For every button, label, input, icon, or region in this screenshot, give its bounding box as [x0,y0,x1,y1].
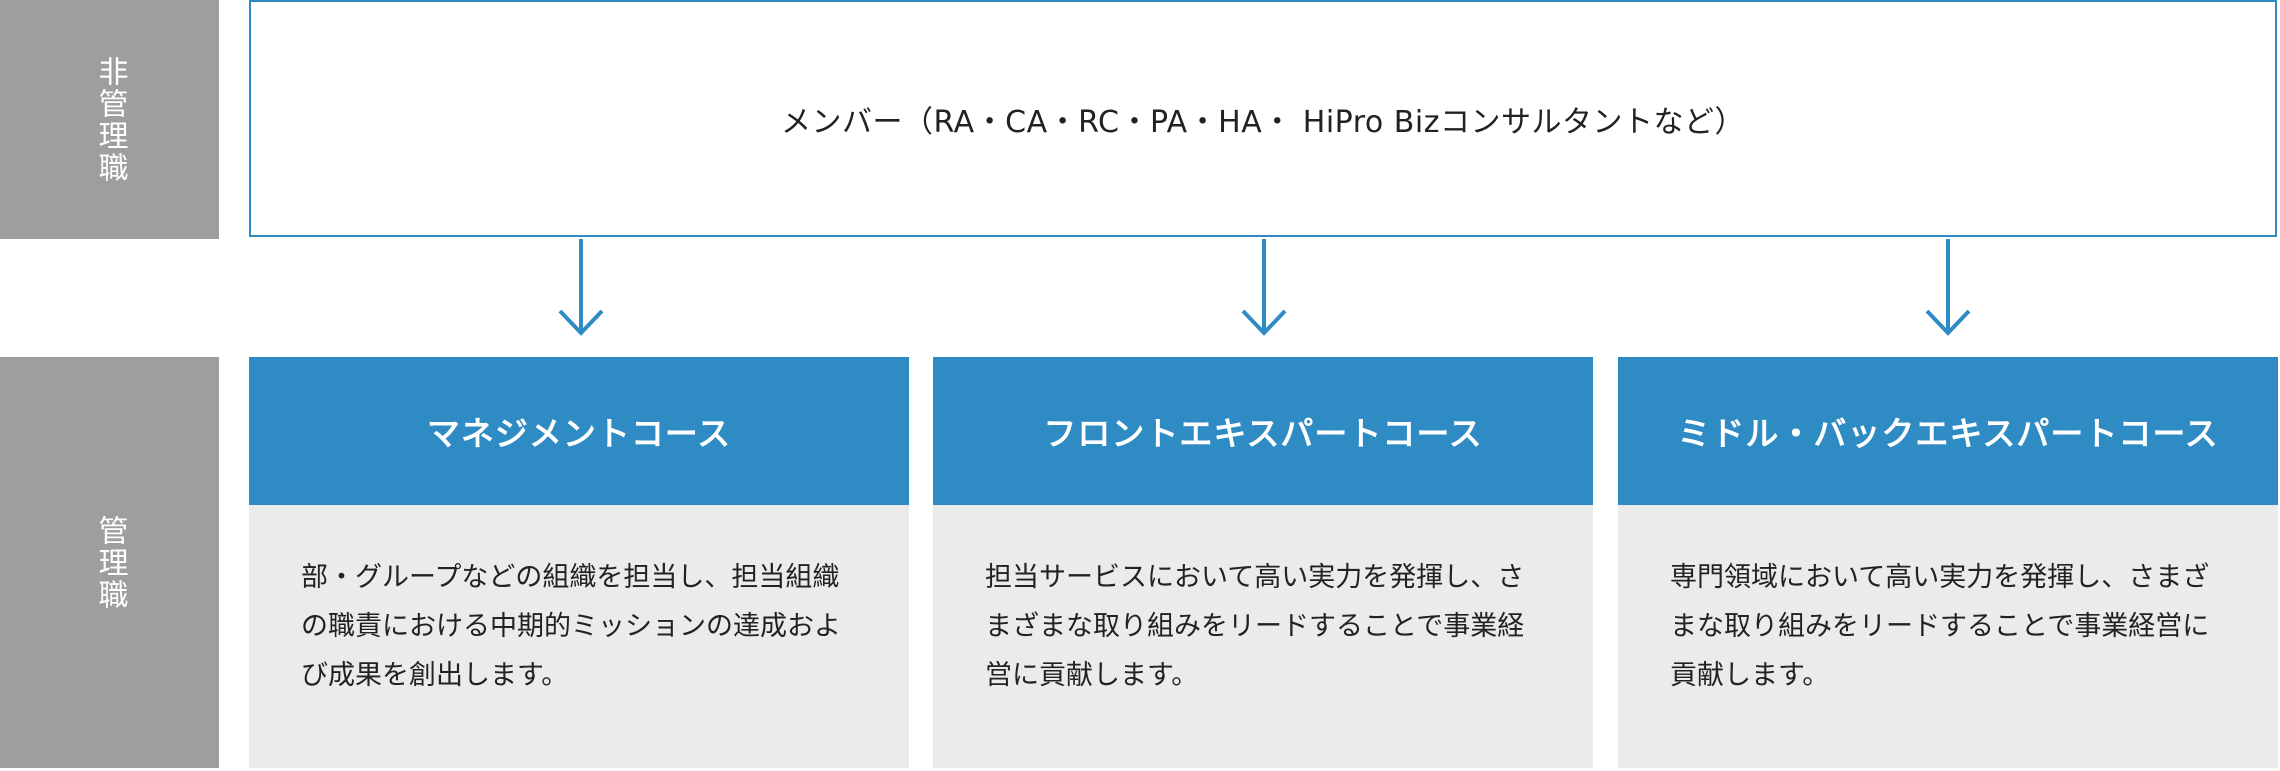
course-title: フロントエキスパートコース [933,357,1593,505]
non-manager-label-panel: 非管理職 [0,0,219,239]
course-title: ミドル・バックエキスパートコース [1618,357,2278,505]
non-manager-label: 非管理職 [92,55,128,184]
manager-label-panel: 管理職 [0,357,219,768]
arrow-down-icon [1241,239,1287,336]
member-box: メンバー（RA・CA・RC・PA・HA・ HiPro Bizコンサルタントなど） [249,0,2277,237]
course-description: 部・グループなどの組織を担当し、担当組織の職責における中期的ミッションの達成およ… [249,505,909,768]
course-title: マネジメントコース [249,357,909,505]
member-label: メンバー（RA・CA・RC・PA・HA・ HiPro Bizコンサルタントなど） [781,104,1745,140]
course-description: 担当サービスにおいて高い実力を発揮し、さまざまな取り組みをリードすることで事業経… [933,505,1593,768]
manager-label: 管理職 [92,514,128,611]
middle-back-expert-course-card: ミドル・バックエキスパートコース 専門領域において高い実力を発揮し、さまざまな取… [1618,357,2278,768]
management-course-card: マネジメントコース 部・グループなどの組織を担当し、担当組織の職責における中期的… [249,357,909,768]
arrow-down-icon [1925,239,1971,336]
front-expert-course-card: フロントエキスパートコース 担当サービスにおいて高い実力を発揮し、さまざまな取り… [933,357,1593,768]
arrow-down-icon [558,239,604,336]
course-description: 専門領域において高い実力を発揮し、さまざまな取り組みをリードすることで事業経営に… [1618,505,2278,768]
